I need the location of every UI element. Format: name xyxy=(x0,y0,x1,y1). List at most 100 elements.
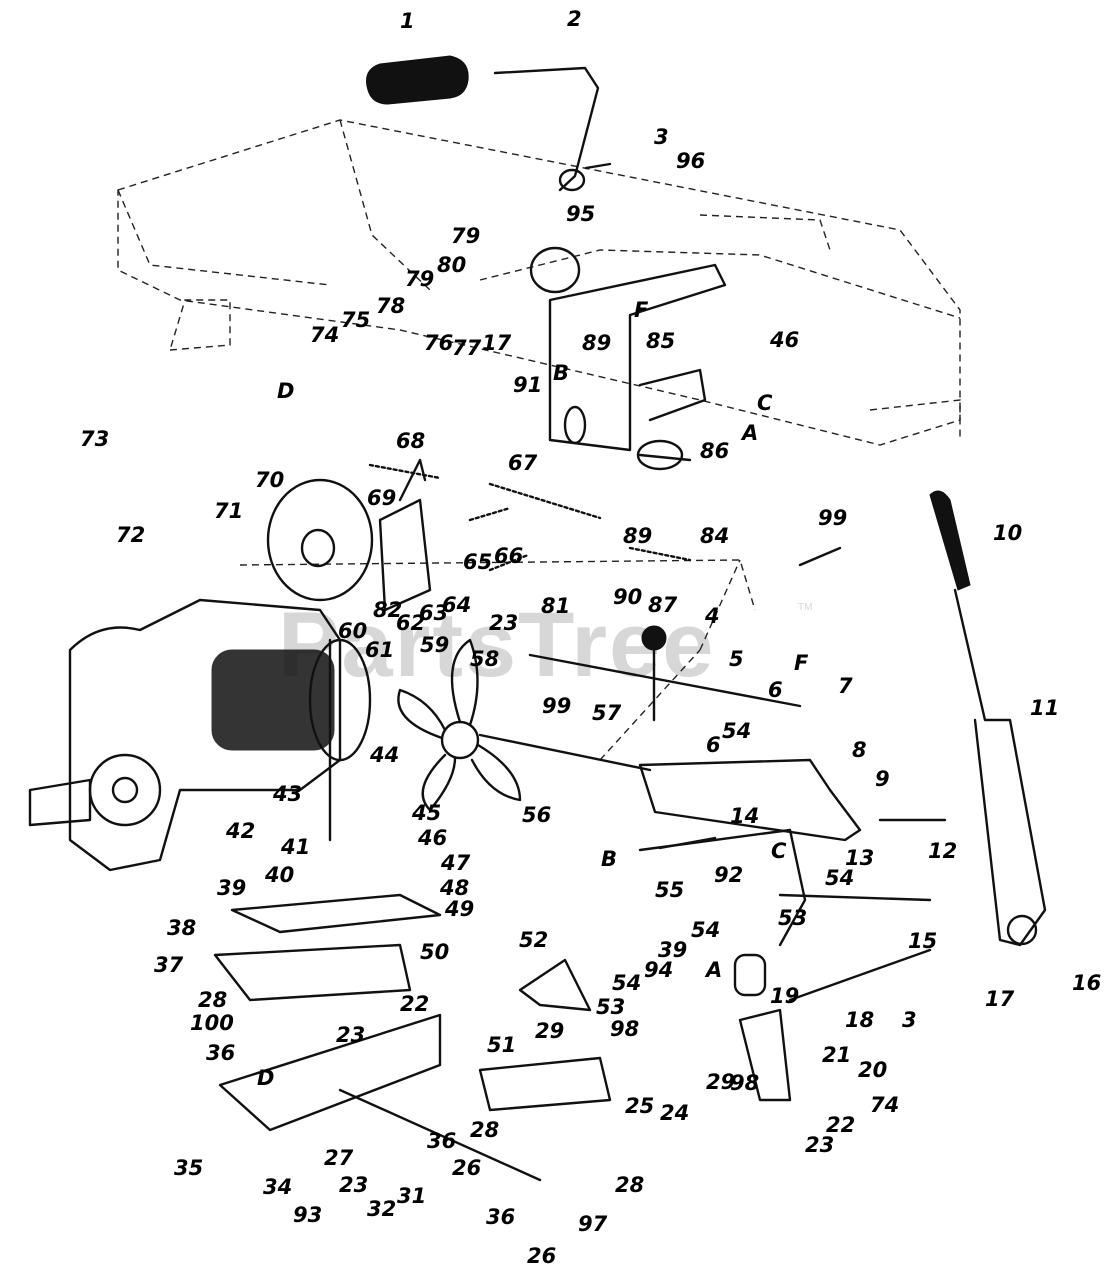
callout: D xyxy=(277,379,294,403)
callout: 89 xyxy=(582,331,611,355)
callout: 64 xyxy=(442,593,471,617)
callout: 10 xyxy=(993,521,1022,545)
seat-lever-assembly xyxy=(366,55,612,192)
callout: 17 xyxy=(482,331,512,355)
callout: 72 xyxy=(116,523,145,547)
callout: 56 xyxy=(522,803,551,827)
callout: 3 xyxy=(654,125,669,149)
callout: 40 xyxy=(264,863,294,887)
callout: 97 xyxy=(578,1212,608,1236)
callout: 6 xyxy=(706,733,721,757)
callout: A xyxy=(740,421,758,445)
shift-plates xyxy=(638,758,947,947)
callout: 54 xyxy=(612,971,641,995)
callout: 8 xyxy=(852,738,867,762)
callout: 54 xyxy=(722,719,751,743)
watermark-trademark: TM xyxy=(798,602,812,613)
callout: C xyxy=(757,391,773,415)
callout: 29 xyxy=(706,1070,735,1094)
callout: 66 xyxy=(494,544,523,568)
callout: 55 xyxy=(655,878,684,902)
linkage-arms xyxy=(478,948,932,1112)
callout: 52 xyxy=(519,928,548,952)
callout: 80 xyxy=(437,253,466,277)
callout: 44 xyxy=(369,743,399,767)
callout: 23 xyxy=(339,1173,368,1197)
control-rods xyxy=(478,546,842,772)
callout: 76 xyxy=(424,331,453,355)
callout: 38 xyxy=(167,916,196,940)
callout: 71 xyxy=(214,499,243,523)
callout: 93 xyxy=(293,1203,322,1227)
callout: 46 xyxy=(417,826,447,850)
callout: 51 xyxy=(487,1033,516,1057)
callout: 67 xyxy=(508,451,538,475)
callout: 41 xyxy=(280,835,310,859)
callout: 7 xyxy=(838,674,853,698)
callout: 100 xyxy=(190,1011,234,1035)
cooling-fan xyxy=(397,638,522,812)
callout: 6 xyxy=(768,678,783,702)
callout: 74 xyxy=(310,323,339,347)
callout: 59 xyxy=(420,633,449,657)
callout-labels: 1 2 3 96 79 80 79 78 95 46 74 75 D 76 77… xyxy=(80,7,1101,1268)
callout: 28 xyxy=(198,988,227,1012)
callout: 36 xyxy=(427,1129,456,1153)
callout: 16 xyxy=(1072,971,1101,995)
callout: 73 xyxy=(80,427,109,451)
callout: F xyxy=(634,298,649,322)
mounting-plates xyxy=(213,893,542,1182)
callout: 53 xyxy=(596,995,625,1019)
callout: 29 xyxy=(535,1019,564,1043)
callout: F xyxy=(794,651,809,675)
callout: 53 xyxy=(778,906,807,930)
callout: 90 xyxy=(613,585,642,609)
callout: 98 xyxy=(610,1017,639,1041)
transmission xyxy=(28,598,372,872)
callout: 65 xyxy=(463,550,492,574)
callout: 25 xyxy=(625,1094,654,1118)
callout: 12 xyxy=(928,839,957,863)
callout: 79 xyxy=(451,224,480,248)
callout: 23 xyxy=(489,611,518,635)
callout: 77 xyxy=(452,336,482,360)
callout: 63 xyxy=(419,601,448,625)
callout: 39 xyxy=(658,938,687,962)
callout: 54 xyxy=(691,918,720,942)
callout: 36 xyxy=(486,1205,515,1229)
seat-bracket xyxy=(636,439,692,471)
callout: 19 xyxy=(770,984,799,1008)
callout: 70 xyxy=(255,468,284,492)
callout: 62 xyxy=(396,611,425,635)
callout: 28 xyxy=(470,1118,499,1142)
callout: 13 xyxy=(845,846,874,870)
callout: 23 xyxy=(336,1023,365,1047)
callout: 47 xyxy=(440,851,471,875)
callout: 78 xyxy=(376,294,405,318)
callout: 98 xyxy=(730,1071,759,1095)
callout: C xyxy=(771,839,787,863)
callout: 36 xyxy=(206,1041,235,1065)
callout: 54 xyxy=(825,866,854,890)
callout: 45 xyxy=(411,801,441,825)
callout: 2 xyxy=(567,7,582,31)
pivot-bracket xyxy=(529,246,727,452)
callout: 95 xyxy=(566,202,595,226)
callout: 85 xyxy=(646,329,675,353)
callout: 21 xyxy=(822,1043,851,1067)
callout: 1 xyxy=(400,9,415,33)
springs xyxy=(368,463,692,572)
callout: 5 xyxy=(729,647,744,671)
callout: 14 xyxy=(730,804,759,828)
callout: 81 xyxy=(541,594,570,618)
callout: 26 xyxy=(452,1156,481,1180)
callout: 17 xyxy=(985,987,1015,1011)
callout: 26 xyxy=(527,1244,556,1268)
callout: 22 xyxy=(400,992,429,1016)
callout: B xyxy=(601,847,617,871)
callout: 46 xyxy=(769,328,799,352)
callout: 91 xyxy=(513,373,542,397)
callout: 35 xyxy=(174,1156,203,1180)
callout: 11 xyxy=(1030,696,1059,720)
